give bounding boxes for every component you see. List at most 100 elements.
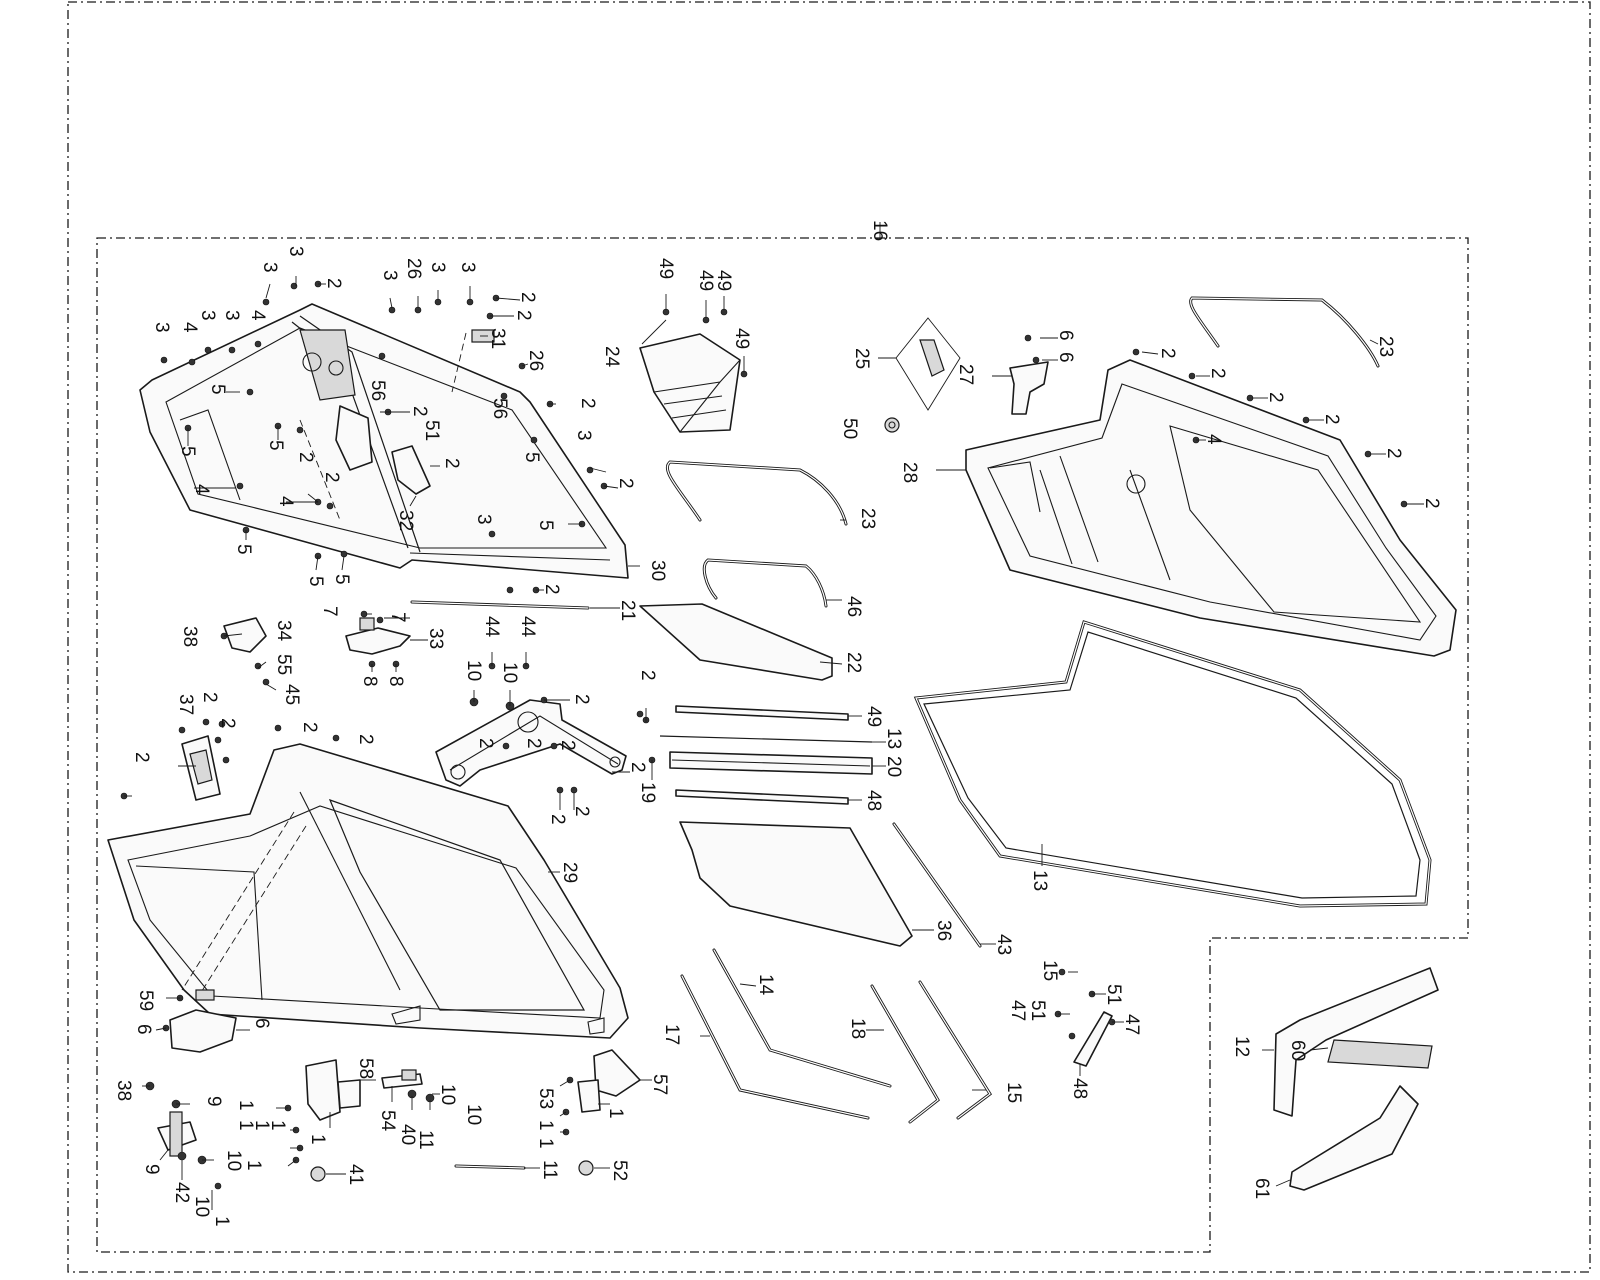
callout-9: 9	[203, 1096, 224, 1107]
callout-49: 2	[637, 670, 658, 681]
fasteners	[120, 280, 1408, 1190]
part-33-latch	[345, 617, 411, 655]
callout-3: 3	[473, 514, 494, 525]
callout-59: 61	[1251, 1178, 1272, 1199]
callout-2: 2	[1265, 392, 1286, 403]
callout-48: 47	[1121, 1014, 1142, 1035]
callout-10: 42	[171, 1182, 192, 1203]
callout-51: 47	[1007, 1000, 1028, 1021]
callout-55: 55	[273, 654, 294, 675]
callout-4: 4	[191, 484, 212, 495]
callout-47: 51	[1103, 984, 1124, 1005]
callout-51: 15	[1039, 960, 1060, 981]
callout-26: 26	[525, 350, 546, 371]
callout-7: 7	[319, 606, 340, 617]
callout-9: 38	[113, 1080, 134, 1101]
callout-30: 30	[647, 560, 668, 581]
callout-10: 10	[437, 1084, 458, 1105]
callout-5: 5	[535, 520, 556, 531]
callout-23: 23	[857, 508, 878, 529]
callout-2: 2	[441, 458, 462, 469]
part-50-nut	[884, 417, 900, 433]
callout-3: 3	[151, 322, 172, 333]
part-36-outer-door-panel	[107, 743, 629, 1039]
callout-4: 4	[247, 310, 268, 321]
callout-29: 13	[1029, 870, 1050, 891]
callout-6: 6	[1055, 330, 1076, 341]
callout-6: 6	[1055, 352, 1076, 363]
callout-5: 5	[177, 446, 198, 457]
callout-2: 2	[541, 584, 562, 595]
callout-1: 1	[535, 1120, 556, 1131]
callout-47: 51	[1027, 1000, 1048, 1021]
callout-15: 15	[1003, 1082, 1024, 1103]
callout-5: 5	[265, 440, 286, 451]
callout-11: 11	[415, 1130, 436, 1150]
callout-8: 8	[385, 676, 406, 687]
part-52-pin	[454, 1164, 526, 1170]
callout-5: 5	[331, 574, 352, 585]
callout-1: 1	[235, 1120, 256, 1131]
callout-6: 59	[135, 990, 156, 1011]
callout-27: 27	[955, 364, 976, 385]
part-32-bracket	[391, 445, 431, 495]
callout-61: 60	[1287, 1040, 1308, 1061]
callout-1: 1	[235, 1100, 256, 1111]
callout-13: 48	[863, 790, 884, 811]
callout-12: 48	[1069, 1078, 1090, 1099]
callout-44: 44	[517, 616, 538, 638]
callout-2: 2	[627, 762, 648, 773]
callout-32: 32	[395, 510, 416, 531]
callout-2: 2	[1383, 448, 1404, 459]
callout-4: 4	[179, 322, 200, 333]
part-13-strip-upper	[675, 705, 849, 721]
callout-2: 2	[1207, 368, 1228, 379]
callout-38: 6	[251, 1018, 272, 1029]
callout-2: 2	[577, 398, 598, 409]
callout-1: 1	[267, 1120, 288, 1131]
callout-3: 3	[457, 262, 478, 273]
callout-1: 53	[535, 1088, 556, 1109]
part-14-strip	[892, 822, 982, 948]
callout-37: 2	[131, 752, 152, 763]
callout-2: 2	[523, 738, 544, 749]
callout-17: 14	[755, 974, 776, 996]
callout-4: 4	[275, 496, 296, 507]
callout-57: 1	[605, 1108, 626, 1119]
callout-2: 2	[547, 814, 568, 825]
callout-56: 56	[367, 380, 388, 401]
callout-7: 7	[387, 612, 408, 623]
part-30-door-frame	[139, 303, 629, 579]
callout-24: 24	[601, 346, 622, 368]
part-29-door-seal	[913, 620, 1432, 908]
callout-20: 13	[883, 728, 904, 749]
part-17-seal	[712, 948, 892, 1088]
part-23-seal-rod-right	[1189, 296, 1380, 368]
callout-36: 29	[559, 862, 580, 883]
outer-frame	[67, 1, 1591, 1273]
callout-1: 10	[191, 1196, 212, 1217]
callout-10: 40	[397, 1124, 418, 1145]
callout-40: 54	[377, 1110, 398, 1132]
callout-11: 10	[463, 1104, 484, 1125]
callout-22: 22	[843, 652, 864, 673]
callout-5: 5	[521, 452, 542, 463]
callout-50: 50	[839, 418, 860, 439]
callout-58: 1	[307, 1134, 328, 1145]
part-21-bar	[410, 600, 590, 610]
callout-43: 36	[933, 920, 954, 941]
callout-60: 12	[1231, 1036, 1252, 1057]
part-42-hinge	[157, 1111, 197, 1157]
part-59-trim	[1289, 1085, 1419, 1191]
callout-2: 2	[409, 406, 430, 417]
callout-54: 41	[345, 1164, 366, 1185]
callout-5: 5	[305, 576, 326, 587]
callout-46: 46	[843, 596, 864, 617]
assembly-16-boundary	[96, 237, 1469, 1253]
callout-23: 23	[1375, 336, 1396, 357]
callout-2: 2	[557, 740, 578, 751]
part-19-channel	[669, 751, 873, 775]
callout-3: 3	[285, 246, 306, 257]
callout-2: 37	[175, 694, 196, 715]
part-39-hinge	[577, 1049, 641, 1113]
